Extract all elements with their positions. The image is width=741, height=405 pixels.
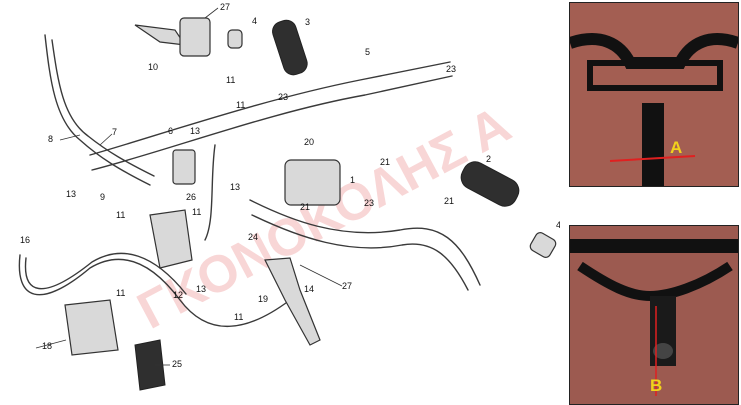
part-number: 11	[116, 288, 125, 298]
part-number: 7	[112, 127, 117, 137]
part-number: 4	[252, 16, 257, 26]
master-cylinder-top	[179, 17, 211, 57]
photo-b-image: B	[570, 226, 738, 404]
part-number: 4	[556, 220, 560, 230]
watermark-text: ΓΚΟΝΟΚΟΛΗΣ Α	[128, 96, 520, 341]
part-number: 21	[380, 157, 390, 167]
part-number-labels: 27 4 3 10 11 11 5 23 23 13 8 7 6 20 21 2…	[20, 2, 560, 369]
leader-lines	[35, 7, 343, 366]
part-number: 8	[48, 134, 53, 144]
part-number: 10	[148, 62, 158, 72]
grip-right	[460, 161, 520, 207]
cable-sheath	[51, 39, 155, 177]
part-number: 12	[173, 290, 183, 300]
cable-26	[204, 144, 216, 241]
brake-caliper-12	[149, 209, 193, 269]
part-number: 13	[196, 284, 206, 294]
part-number: 11	[234, 312, 243, 322]
photo-handlebar-b: B	[569, 225, 739, 405]
part-number: 11	[226, 75, 235, 85]
clamp-6	[172, 149, 196, 185]
bar-end-top	[227, 29, 243, 49]
part-number: 27	[342, 281, 352, 291]
switch-housing	[284, 159, 341, 206]
part-number: 11	[236, 100, 245, 110]
part-number: 20	[304, 137, 314, 147]
photo-handlebar-a: A	[569, 2, 739, 187]
part-number: 1	[350, 175, 355, 185]
part-number: 9	[100, 192, 105, 202]
photo-a-label: A	[670, 138, 682, 157]
part-number: 2	[486, 154, 491, 164]
part-number: 16	[20, 235, 30, 245]
part-number: 25	[172, 359, 182, 369]
part-number: 11	[192, 207, 201, 217]
photo-a-image: A	[570, 3, 738, 186]
part-number: 19	[258, 294, 268, 304]
part-number: 6	[168, 126, 173, 136]
grip-top	[272, 19, 308, 76]
part-number: 23	[278, 92, 288, 102]
part-number: 18	[42, 341, 52, 351]
lower-brake-lever	[264, 257, 321, 346]
part-number: 11	[116, 210, 125, 220]
part-number: 23	[364, 198, 374, 208]
part-number: 13	[190, 126, 200, 136]
part-number: 27	[220, 2, 230, 12]
part-number: 21	[300, 202, 310, 212]
part-number: 13	[66, 189, 76, 199]
brake-hose	[18, 254, 291, 327]
part-number: 14	[304, 284, 314, 294]
part-number: 5	[365, 47, 370, 57]
brake-caliper-18	[64, 299, 119, 356]
throttle-cable	[44, 34, 151, 186]
top-brake-lever	[134, 24, 187, 46]
photo-b-label: B	[650, 376, 662, 395]
part-number: 3	[305, 17, 310, 27]
part-number: 26	[186, 192, 196, 202]
bar-end-right	[529, 232, 557, 258]
part-number: 24	[248, 232, 258, 242]
part-number: 13	[230, 182, 240, 192]
part-number: 23	[446, 64, 456, 74]
part-number: 21	[444, 196, 454, 206]
exploded-parts-diagram: ΓΚΟΝΟΚΟΛΗΣ Α 27 4 3 10 11 11 5 23 23 13 …	[18, 2, 560, 391]
brake-pads-25	[134, 339, 166, 391]
handlebar-lower-bar	[249, 199, 481, 291]
brake-hose-inner	[24, 252, 187, 295]
